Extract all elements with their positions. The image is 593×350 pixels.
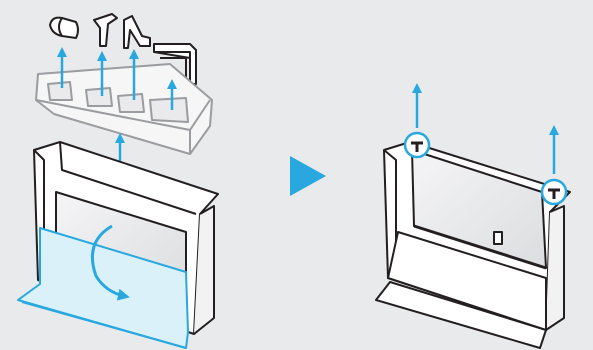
step-2-panel — [376, 88, 570, 348]
play-triangle-icon — [290, 156, 326, 196]
stand-leg-icon — [124, 16, 150, 48]
stand-leg-icon — [405, 133, 429, 157]
step-1-panel — [18, 14, 218, 348]
stand-leg-icon — [542, 180, 566, 204]
stand-leg-icon — [94, 14, 117, 46]
cable-holder-icon — [50, 18, 78, 38]
